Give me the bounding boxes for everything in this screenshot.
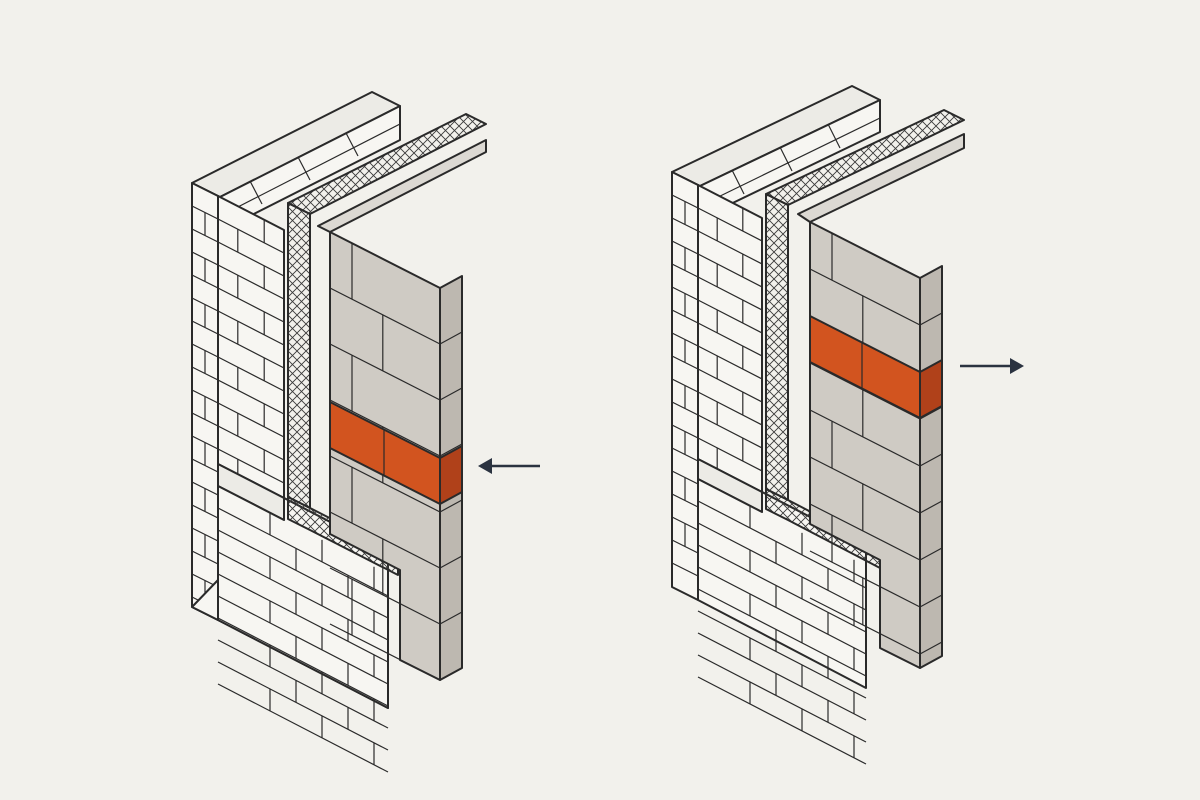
mortar-joint — [809, 268, 921, 326]
mortar-joint — [697, 500, 867, 589]
mortar-joint — [439, 331, 463, 345]
insulation-layer-right — [765, 193, 789, 501]
brick-leaf-side-right — [697, 184, 763, 493]
mortar-joint — [217, 402, 285, 438]
mortar-joint — [217, 683, 389, 773]
mortar-joint — [809, 409, 921, 467]
mortar-joint — [439, 387, 463, 401]
mortar-joint — [217, 529, 389, 619]
mortar-joint — [329, 287, 441, 345]
mortar-joint — [697, 676, 867, 765]
mortar-joint — [697, 610, 867, 699]
insulation-layer-left — [287, 202, 311, 509]
highlight-course-side-right — [919, 359, 943, 419]
arrow-left-icon — [478, 458, 540, 474]
mortar-joint — [217, 218, 285, 254]
mortar-joint — [697, 544, 867, 633]
mortar-joint — [697, 368, 763, 403]
mortar-joint — [329, 567, 441, 625]
mortar-joint — [329, 455, 441, 513]
mortar-joint — [809, 597, 921, 655]
highlight-course-side-left — [439, 445, 463, 505]
mortar-joint — [697, 566, 867, 655]
mortar-joint — [217, 356, 285, 392]
mortar-joint — [217, 573, 389, 663]
wall-section-left — [191, 91, 540, 773]
mortar-joint — [697, 437, 763, 472]
arrow-right-icon — [960, 358, 1024, 374]
mortar-joint — [697, 299, 763, 334]
mortar-joint — [919, 453, 943, 467]
mortar-joint — [217, 507, 389, 597]
wall-section-right — [671, 85, 1024, 765]
mortar-joint — [217, 287, 285, 323]
mortar-joint — [329, 623, 441, 681]
mortar-joint — [697, 654, 867, 743]
mortar-joint — [217, 448, 285, 484]
block-leaf-side-right — [919, 265, 943, 669]
mortar-joint — [217, 425, 285, 461]
mortar-joint — [217, 264, 285, 300]
mortar-joint — [329, 343, 441, 401]
mortar-joint — [809, 503, 921, 561]
mortar-joint — [439, 611, 463, 625]
mortar-joint — [919, 547, 943, 561]
mortar-joint — [697, 632, 867, 721]
mortar-joint — [439, 443, 463, 457]
mortar-joint — [217, 333, 285, 369]
mortar-joint — [329, 511, 441, 569]
mortar-joint — [919, 312, 943, 326]
mortar-joint — [439, 555, 463, 569]
mortar-joint — [809, 456, 921, 514]
mortar-joint — [697, 207, 763, 242]
block-return-top-right — [797, 133, 965, 223]
mortar-joint — [697, 522, 867, 611]
mortar-joint — [697, 276, 763, 311]
mortar-joint — [919, 500, 943, 514]
brick-leaf-side-left — [217, 195, 285, 499]
mortar-joint — [919, 594, 943, 608]
mortar-joint — [217, 595, 389, 685]
mortar-joint — [697, 391, 763, 426]
mortar-joint — [439, 667, 463, 681]
mortar-joint — [217, 661, 389, 751]
mortar-joint — [329, 399, 441, 457]
mortar-joint — [217, 310, 285, 346]
mortar-joint — [809, 550, 921, 608]
mortar-joint — [697, 414, 763, 449]
mortar-joint — [697, 588, 867, 677]
mortar-joint — [697, 230, 763, 265]
mortar-joint — [439, 499, 463, 513]
mortar-joint — [697, 345, 763, 380]
mortar-joint — [217, 639, 389, 729]
mortar-joint — [217, 551, 389, 641]
mortar-joint — [697, 322, 763, 357]
mortar-joint — [671, 562, 699, 577]
mortar-joint — [697, 253, 763, 288]
mortar-joint — [919, 641, 943, 655]
block-return-top-left — [317, 139, 487, 233]
mortar-joint — [217, 241, 285, 277]
mortar-joint — [217, 379, 285, 415]
mortar-joint — [217, 617, 389, 707]
